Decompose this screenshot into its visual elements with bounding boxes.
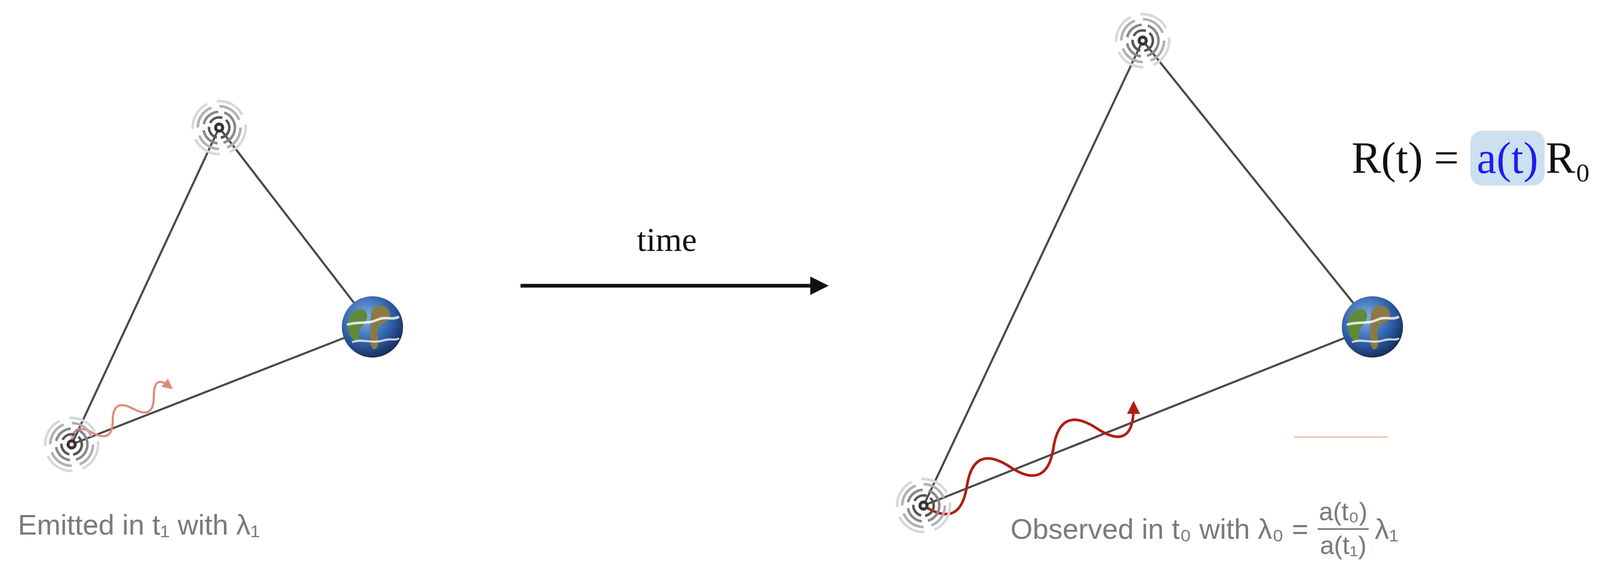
galaxy-icon xyxy=(897,478,951,533)
emission-caption: Emitted in t₁ with λ₁ xyxy=(17,508,261,541)
early-triangle xyxy=(71,127,373,445)
fraction-denominator: a(t₁) xyxy=(1317,527,1369,560)
scale-factor-highlight: a(t) xyxy=(1470,130,1545,186)
scale-formula: R(t) =a(t)R₀ xyxy=(1351,130,1591,186)
caption-text: Observed in t₀ with λ₀ = xyxy=(1010,513,1309,545)
time-label: time xyxy=(636,221,698,259)
formula-part: R(t) = xyxy=(1351,133,1459,183)
earth-icon xyxy=(341,296,404,358)
galaxy-icon xyxy=(192,101,247,155)
galaxy-icon xyxy=(1116,14,1170,68)
time-arrow xyxy=(520,283,814,288)
faint-mark xyxy=(1293,436,1388,438)
caption-text: λ₁ xyxy=(1374,513,1399,545)
formula-part: R₀ xyxy=(1545,133,1591,183)
earth-icon xyxy=(1341,296,1403,358)
fraction: a(t₀)a(t₁) xyxy=(1317,497,1370,560)
fraction-numerator: a(t₀) xyxy=(1317,497,1370,528)
observation-caption: Observed in t₀ with λ₀ =a(t₀)a(t₁)λ₁ xyxy=(1010,497,1399,560)
late-triangle xyxy=(923,40,1373,506)
galaxy-icon xyxy=(45,417,99,471)
